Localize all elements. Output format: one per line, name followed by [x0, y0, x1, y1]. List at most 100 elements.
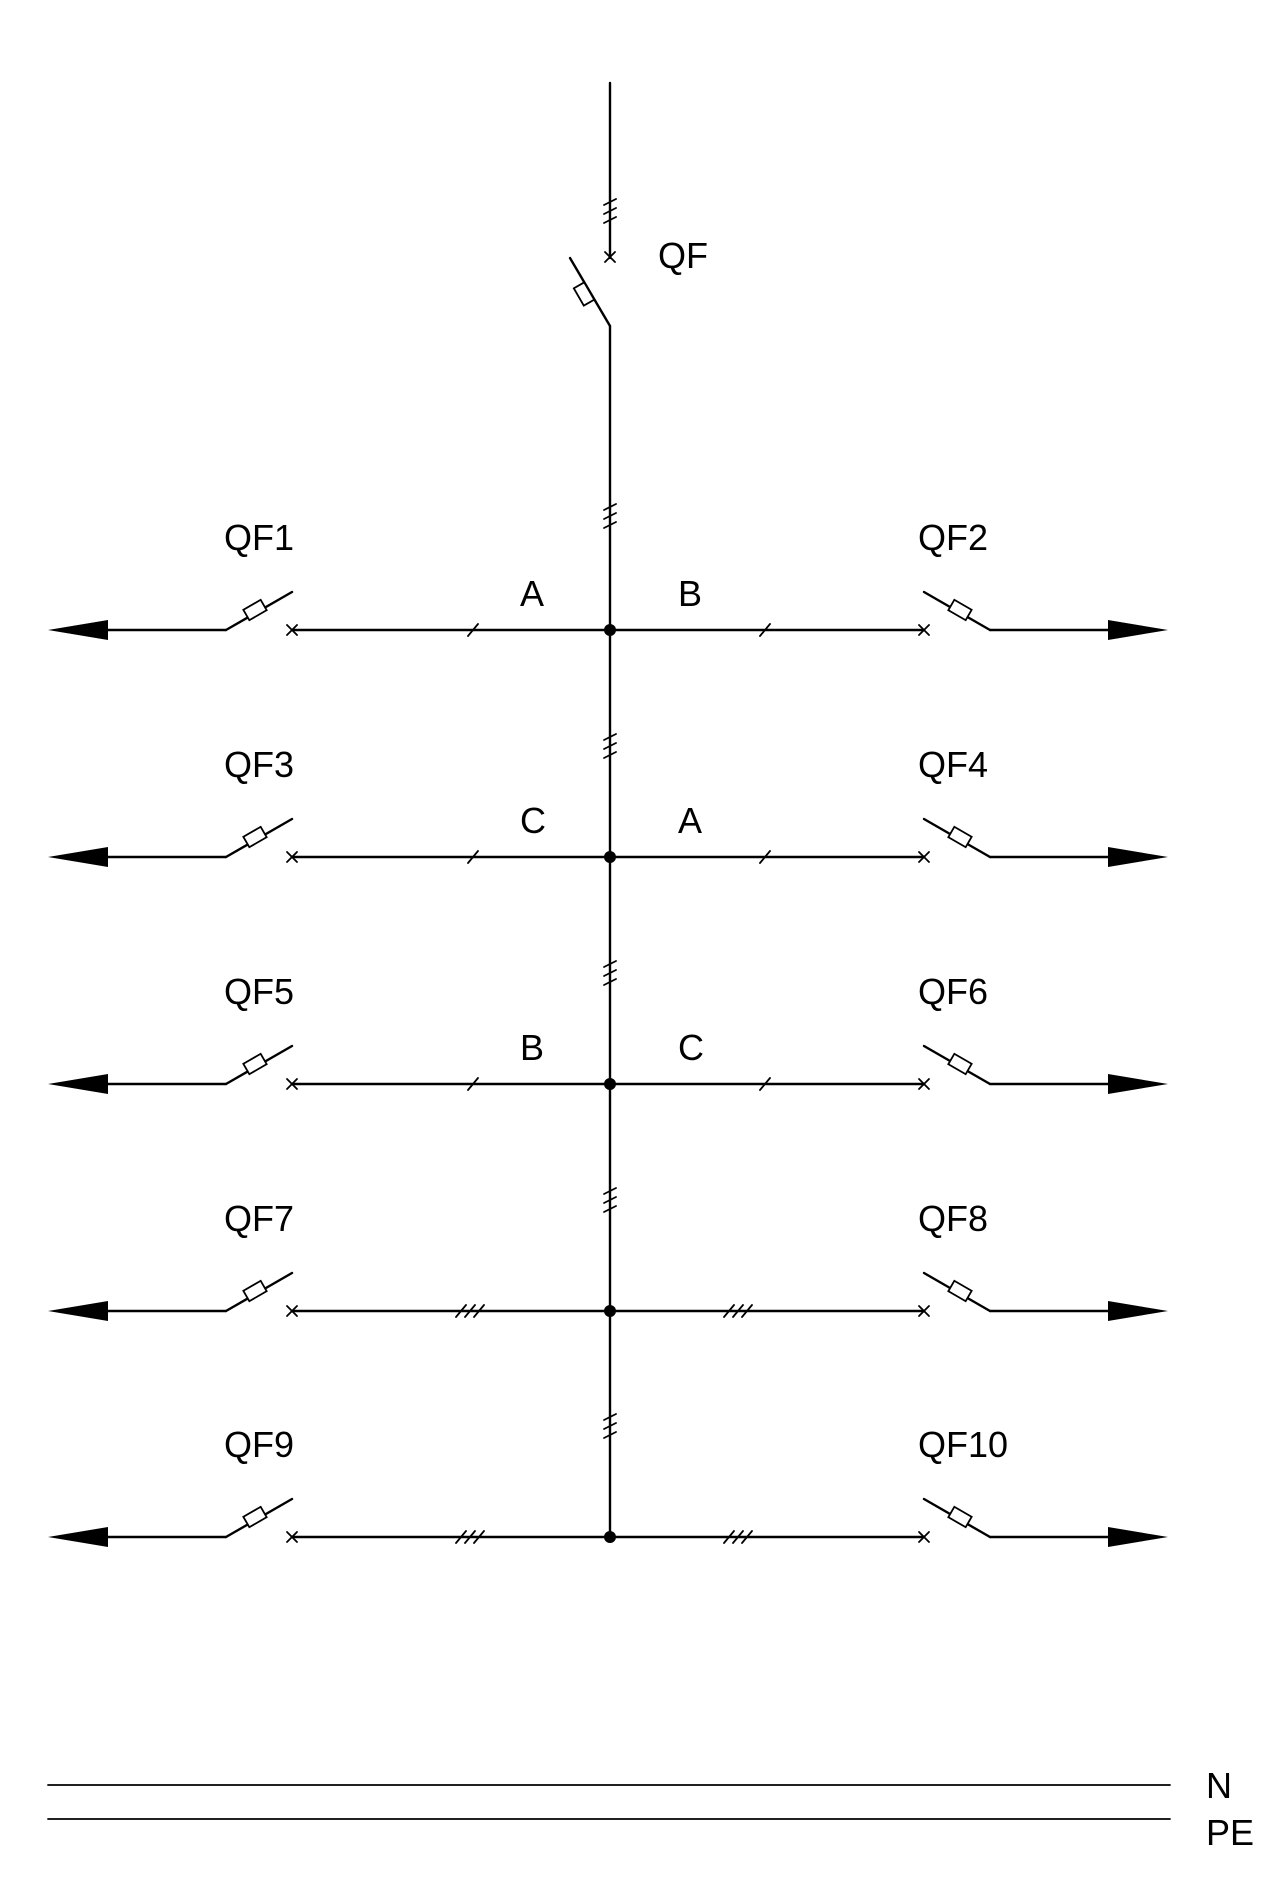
right-phase-label: C: [678, 1027, 704, 1068]
left-outgoing-arrow: [48, 1527, 108, 1547]
neutral-label: N: [1206, 1765, 1232, 1806]
breaker-cross-mark: [918, 851, 930, 863]
breaker-cross-mark: [604, 251, 616, 263]
three-phase-tick: [603, 969, 617, 977]
three-phase-tick: [603, 216, 617, 224]
breaker-cross-mark: [918, 1305, 930, 1317]
three-phase-tick: [603, 1422, 617, 1430]
right-outgoing-arrow: [1108, 1527, 1168, 1547]
three-phase-tick: [473, 1530, 485, 1544]
right-breaker-trip-element: [947, 1279, 973, 1303]
right-outgoing-arrow: [1108, 1301, 1168, 1321]
three-phase-tick: [732, 1304, 744, 1318]
right-breaker-label: QF6: [918, 971, 988, 1012]
right-feeder: QF10: [608, 1424, 1168, 1547]
right-breaker-trip-element: [947, 1505, 973, 1529]
three-phase-tick: [603, 1196, 617, 1204]
feeder-row: QF7 QF8: [48, 1187, 1168, 1321]
three-phase-tick: [603, 742, 617, 750]
three-phase-tick: [732, 1530, 744, 1544]
feeder-row: QF9 QF10: [48, 1413, 1168, 1547]
left-outgoing-arrow: [48, 1301, 108, 1321]
breaker-cross-mark: [286, 1305, 298, 1317]
three-phase-tick: [603, 207, 617, 215]
right-outgoing-arrow: [1108, 620, 1168, 640]
single-phase-tick: [759, 850, 771, 864]
left-breaker-label: QF9: [224, 1424, 294, 1465]
three-phase-tick: [603, 1413, 617, 1421]
right-breaker-trip-element: [947, 1052, 973, 1076]
breaker-cross-mark: [286, 624, 298, 636]
three-phase-tick: [603, 1187, 617, 1195]
main-breaker-trip-element: [572, 281, 596, 307]
left-phase-label: C: [520, 800, 546, 841]
right-breaker-label: QF4: [918, 744, 988, 785]
right-outgoing-arrow: [1108, 847, 1168, 867]
left-breaker-trip-element: [242, 598, 268, 622]
single-phase-tick: [759, 1077, 771, 1091]
three-phase-tick: [741, 1304, 753, 1318]
protective-earth-conductor: PE: [47, 1812, 1254, 1853]
left-breaker-trip-element: [242, 1505, 268, 1529]
three-phase-tick: [741, 1530, 753, 1544]
breaker-cross-mark: [286, 1531, 298, 1543]
left-feeder: QF7: [48, 1198, 612, 1321]
left-outgoing-arrow: [48, 620, 108, 640]
three-phase-tick: [603, 1205, 617, 1213]
left-outgoing-arrow: [48, 847, 108, 867]
three-phase-tick: [603, 521, 617, 529]
left-breaker-label: QF3: [224, 744, 294, 785]
right-outgoing-arrow: [1108, 1074, 1168, 1094]
left-phase-label: A: [520, 573, 544, 614]
breaker-cross-mark: [286, 1078, 298, 1090]
right-breaker-label: QF10: [918, 1424, 1008, 1465]
breaker-cross-mark: [918, 624, 930, 636]
three-phase-tick: [723, 1530, 735, 1544]
right-phase-label: A: [678, 800, 702, 841]
left-breaker-label: QF1: [224, 517, 294, 558]
left-phase-label: B: [520, 1027, 544, 1068]
three-phase-tick: [603, 1431, 617, 1439]
three-phase-tick: [603, 512, 617, 520]
three-phase-tick: [464, 1530, 476, 1544]
three-phase-tick: [603, 978, 617, 986]
three-phase-tick: [455, 1304, 467, 1318]
left-feeder: QF9: [48, 1424, 612, 1547]
left-outgoing-arrow: [48, 1074, 108, 1094]
three-phase-tick: [603, 733, 617, 741]
left-breaker-label: QF5: [224, 971, 294, 1012]
neutral-conductor: N: [47, 1765, 1232, 1806]
three-phase-tick: [473, 1304, 485, 1318]
breaker-cross-mark: [918, 1531, 930, 1543]
right-breaker-label: QF2: [918, 517, 988, 558]
three-phase-tick: [603, 751, 617, 759]
main-breaker-label: QF: [658, 235, 708, 276]
three-phase-tick: [603, 503, 617, 511]
three-phase-tick: [455, 1530, 467, 1544]
main-breaker-group: QF: [568, 81, 708, 1539]
right-breaker-trip-element: [947, 825, 973, 849]
single-phase-tick: [467, 850, 479, 864]
left-breaker-label: QF7: [224, 1198, 294, 1239]
right-breaker-trip-element: [947, 598, 973, 622]
right-feeder: QF8: [608, 1198, 1168, 1321]
protective-earth-label: PE: [1206, 1812, 1254, 1853]
single-phase-tick: [759, 623, 771, 637]
right-phase-label: B: [678, 573, 702, 614]
three-phase-tick: [723, 1304, 735, 1318]
left-breaker-trip-element: [242, 1052, 268, 1076]
single-phase-tick: [467, 623, 479, 637]
single-phase-tick: [467, 1077, 479, 1091]
three-phase-tick: [603, 960, 617, 968]
right-breaker-label: QF8: [918, 1198, 988, 1239]
